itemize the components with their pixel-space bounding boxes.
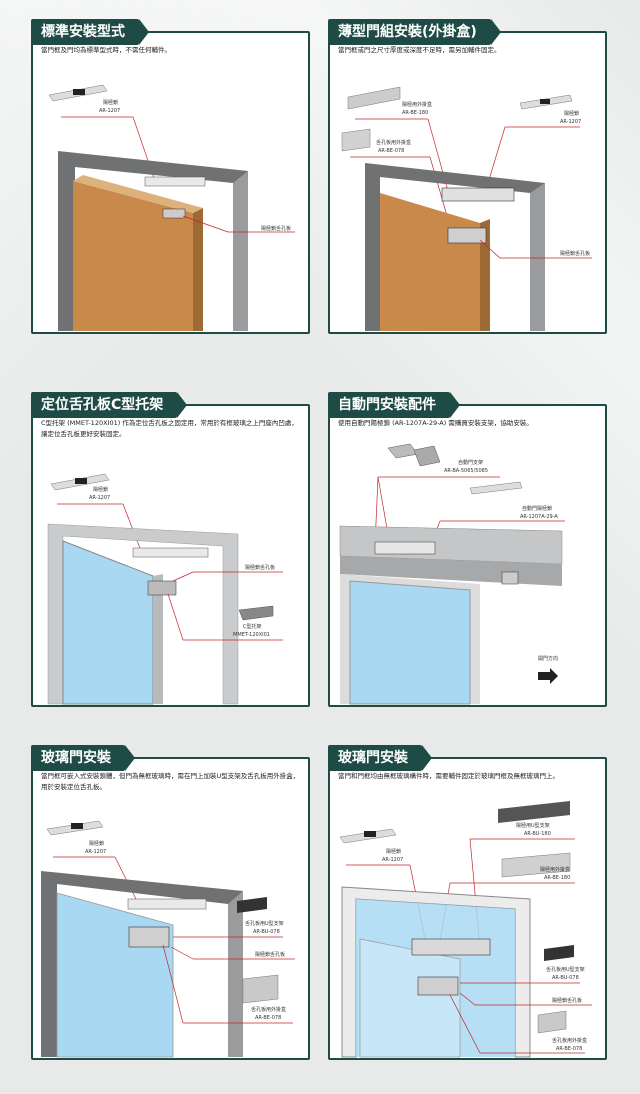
ubracket-with-strike xyxy=(128,926,170,948)
panel-title: 玻璃門安裝 xyxy=(31,745,135,771)
lock-body xyxy=(127,898,207,910)
ubracket-code-label: AR-BU-180 xyxy=(524,831,551,837)
lock-code-label: AR-1207 xyxy=(89,495,110,501)
strike-box-label: 舌孔板用外掛盒 xyxy=(552,1037,587,1044)
panel-title: 定位舌孔板C型托架 xyxy=(31,392,188,418)
strike-box-label: 舌孔板用外掛盒 xyxy=(376,139,411,146)
door-frame xyxy=(41,871,243,1057)
c-bracket-product-image xyxy=(238,605,274,621)
panel-description: 當門和門框均由無框玻璃構件時，需要輔件固定於玻璃門框及無框玻璃門上。 xyxy=(338,772,559,780)
ubracket2-code-label: AR-BU-078 xyxy=(552,975,579,981)
box-label: 陽極用外掛盒 xyxy=(402,101,432,108)
panel-description: 當門框及門均為標準型式時，不需任何輔件。 xyxy=(41,46,171,54)
thin-door-diagram: 陽極用外掛盒 AR-BE-180 陽極鎖 AR-1207 舌孔板用外掛盒 AR-… xyxy=(341,86,592,331)
auto-lock-product-image xyxy=(469,481,523,495)
wooden-door xyxy=(380,193,480,331)
ubracket2-label: 舌孔板用U型支架 xyxy=(546,966,585,973)
arrow-right-icon xyxy=(538,668,558,684)
ubracket-code-label: AR-BU-078 xyxy=(253,929,280,935)
strike-label: 陽極鎖舌孔板 xyxy=(245,564,275,571)
standard-install-diagram: 陽極鎖 AR-1207 陽極鎖舌孔板 xyxy=(48,84,295,331)
glass-door-2-diagram: 陽極用U型支架 AR-BU-180 陽極鎖 AR-1207 陽極用外掛盒 AR-… xyxy=(339,801,592,1058)
strike-box-product-image xyxy=(242,974,279,1004)
strike-box-label: 舌孔板用外掛盒 xyxy=(251,1006,286,1013)
strike-plate xyxy=(501,571,519,585)
wooden-door xyxy=(73,175,203,331)
lock-body xyxy=(132,547,209,558)
lock-code-label: AR-1207A-29-A xyxy=(520,514,558,520)
door-frame xyxy=(58,151,248,331)
direction-label: 開門方向 xyxy=(538,655,558,662)
ubracket-label: 舌孔板用U型支架 xyxy=(245,920,284,927)
panel-standard-install: 標準安裝型式 當門框及門均為標準型式時，不需任何輔件。 陽極鎖 AR-1207 … xyxy=(31,19,310,334)
lock-label: 陽極鎖 xyxy=(386,848,401,855)
lock-code-label: AR-1207 xyxy=(560,119,581,125)
panel-title: 玻璃門安裝 xyxy=(328,745,432,771)
box-product-image xyxy=(347,86,401,110)
strike-with-box xyxy=(447,227,487,244)
lock-label: 陽極鎖 xyxy=(93,486,108,493)
panel-description: 當門框可嵌入式安裝鎖體，但門為無框玻璃時，需在門上加裝U型支架及舌孔板用外掛盒，… xyxy=(41,772,300,791)
lock-label: 陽極鎖 xyxy=(103,99,118,106)
lock-label: 陽極鎖 xyxy=(89,840,104,847)
door-frame xyxy=(47,523,239,705)
lock-body xyxy=(144,176,206,187)
lock-product-image xyxy=(48,84,108,102)
strike-label: 陽極鎖舌孔板 xyxy=(261,225,291,232)
auto-door-diagram: 自動門支架 AR-BA-5065/5085 自動門陽極鎖 AR-1207A-29… xyxy=(339,443,565,705)
bracket-code-label: MMET-120XI01 xyxy=(233,632,270,638)
bracket-code-label: AR-BA-5065/5085 xyxy=(444,468,488,474)
bracket-label: 自動門支架 xyxy=(458,459,483,466)
panel-glass-door-2: 玻璃門安裝 當門和門框均由無框玻璃構件時，需要輔件固定於玻璃門框及無框玻璃門上。… xyxy=(328,745,607,1060)
panel-glass-door-1: 玻璃門安裝 當門框可嵌入式安裝鎖體，但門為無框玻璃時，需在門上加裝U型支架及舌孔… xyxy=(31,745,310,1060)
box-code-label: AR-BE-180 xyxy=(544,875,570,881)
strike-label: 陽極鎖舌孔板 xyxy=(560,250,590,257)
frameless-glass-door xyxy=(359,938,461,1058)
panel-description: 當門框或門之尺寸厚度或深度不足時，需另加輔件固定。 xyxy=(338,46,501,54)
strike-with-bracket xyxy=(147,580,177,596)
box-label: 陽極用外掛盒 xyxy=(540,866,570,873)
glass-door xyxy=(62,540,154,705)
glass-door xyxy=(56,892,174,1058)
lock-code-label: AR-1207 xyxy=(99,108,120,114)
panel-title: 標準安裝型式 xyxy=(31,19,149,45)
lock-code-label: AR-1207 xyxy=(382,857,403,863)
panel-c-bracket: 定位舌孔板C型托架 C型托架 (MMET-120XI01) 作為定位舌孔板之固定… xyxy=(31,392,310,707)
strike-label: 陽極鎖舌孔板 xyxy=(255,951,285,958)
box-product-image xyxy=(501,852,571,878)
auto-bracket-product-image xyxy=(387,443,441,467)
lock-code-label: AR-1207 xyxy=(85,849,106,855)
lock-with-ubracket xyxy=(411,938,491,956)
lock-label: 陽極鎖 xyxy=(564,110,579,117)
strike-box-product-image xyxy=(341,128,371,152)
auto-lock-body xyxy=(374,541,436,555)
strike-box-code-label: AR-BE-078 xyxy=(556,1046,582,1052)
ubracket2-product-image xyxy=(544,945,574,961)
panel-description: 使用自動門陽極鎖 (AR-1207A-29-A) 需購買安裝支架，協助安裝。 xyxy=(338,419,533,427)
strike-plate xyxy=(162,208,186,219)
panel-title: 自動門安裝配件 xyxy=(328,392,460,418)
glass-sliding-door xyxy=(349,580,471,705)
box-code-label: AR-BE-180 xyxy=(402,110,428,116)
bracket-label: C型托架 xyxy=(243,623,262,630)
panel-title: 薄型門組安裝(外掛盒) xyxy=(328,19,501,45)
lock-with-box xyxy=(441,187,515,202)
c-bracket-diagram: 陽極鎖 AR-1207 陽極鎖舌孔板 C型托架 MMET-120XI01 xyxy=(47,473,283,705)
ubracket-product-image xyxy=(237,897,267,913)
panel-description: C型托架 (MMET-120XI01) 作為定位舌孔板之固定用，常用於有框玻璃之… xyxy=(41,419,298,438)
glass-door-1-diagram: 陽極鎖 AR-1207 舌孔板用U型支架 AR-BU-078 陽極鎖舌孔板 舌孔… xyxy=(41,820,295,1058)
strike-with-ubracket xyxy=(417,976,459,996)
ubracket-label: 陽極用U型支架 xyxy=(516,822,550,829)
panel-thin-door-install: 薄型門組安裝(外掛盒) 當門框或門之尺寸厚度或深度不足時，需另加輔件固定。 陽極… xyxy=(328,19,607,334)
strike-box-code-label: AR-BE-078 xyxy=(378,148,404,154)
strike-label: 陽極鎖舌孔板 xyxy=(552,997,582,1004)
lock-label: 自動門陽極鎖 xyxy=(522,505,552,512)
strike-box-product-image xyxy=(537,1010,567,1034)
panel-auto-door: 自動門安裝配件 使用自動門陽極鎖 (AR-1207A-29-A) 需購買安裝支架… xyxy=(328,392,607,707)
ubracket-product-image xyxy=(498,801,570,823)
strike-box-code-label: AR-BE-078 xyxy=(255,1015,281,1021)
